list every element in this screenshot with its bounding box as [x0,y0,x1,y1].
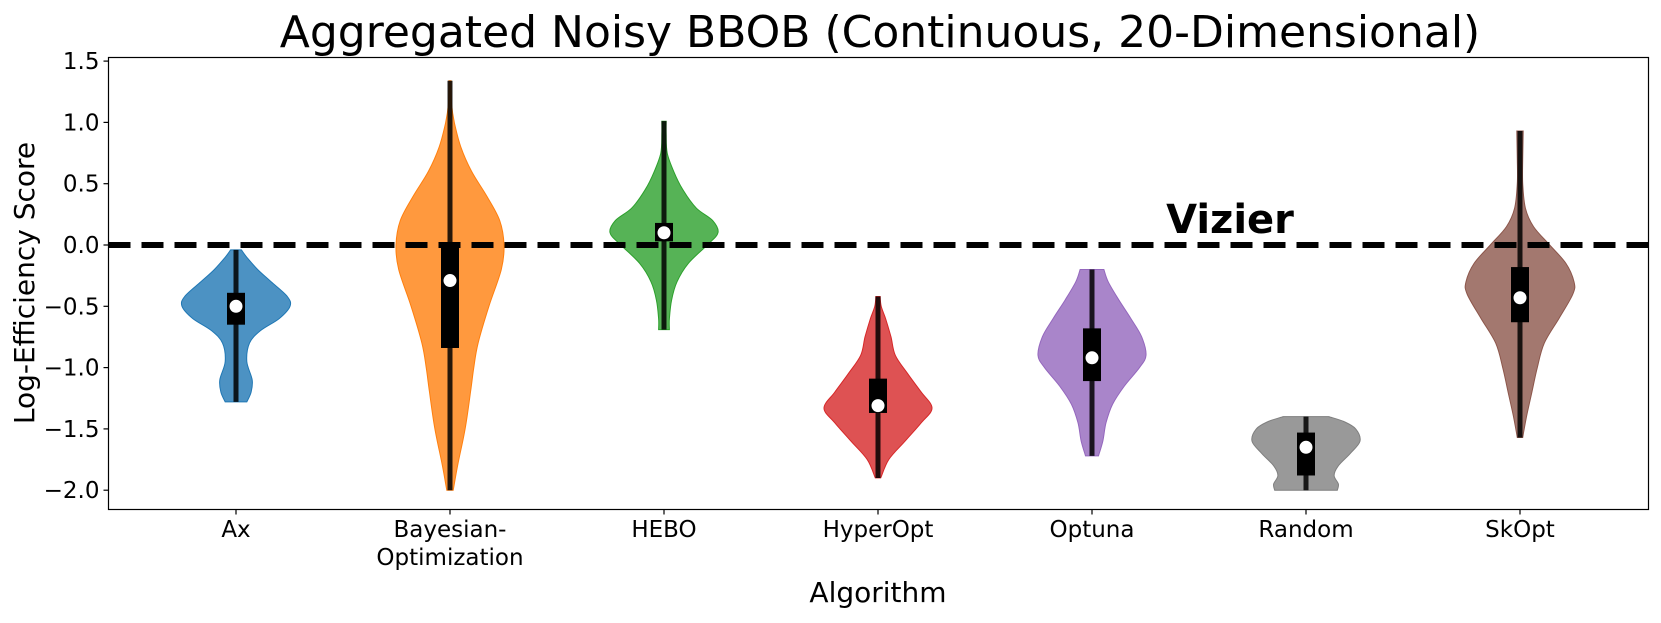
y-axis-label: Log-Efficiency Score [8,142,41,424]
median-marker [657,226,671,240]
y-tick-label: −1.5 [44,417,100,443]
violin-ax [180,249,292,403]
x-tick-label: HEBO [631,517,696,543]
chart-title: Aggregated Noisy BBOB (Continuous, 20-Di… [280,7,1480,58]
median-marker [443,274,457,288]
median-marker [229,299,243,313]
x-tick-label: Optimization [376,545,523,571]
iqr-box [1297,432,1315,476]
violin-random [1251,416,1361,491]
iqr-box [441,246,459,348]
violin-optuna [1037,269,1147,457]
median-marker [1513,291,1527,305]
x-tick-label: SkOpt [1485,517,1555,543]
violin-hyperopt [823,296,933,479]
y-tick-label: −0.5 [44,294,100,320]
median-marker [871,399,885,413]
median-marker [1085,351,1099,365]
median-marker [1299,440,1313,454]
y-tick-label: −1.0 [44,356,100,382]
violin-skopt [1464,130,1576,438]
y-axis: 1.5 1.0 0.5 0.0 −0.5 −1.0 −1.5 −2.0 [44,49,109,504]
y-tick-label: 0.0 [63,233,100,259]
x-tick-label: Optuna [1050,517,1135,543]
y-tick-label: 0.5 [63,172,100,198]
y-tick-label: 1.0 [63,110,100,136]
x-tick-label: Ax [221,517,250,543]
x-tick-label: Bayesian- [394,517,507,543]
x-tick-label: HyperOpt [823,517,934,543]
violin-bayesian-optimization [395,80,505,491]
violin-hebo [609,120,719,331]
x-axis: Ax Bayesian-Optimization HEBO HyperOpt Optun… [221,509,1555,571]
vizier-annotation: Vizier [1166,197,1294,243]
y-tick-label: 1.5 [63,49,100,75]
x-axis-label: Algorithm [809,576,946,609]
x-tick-label: Random [1258,517,1353,543]
violin-group [180,80,1576,491]
y-tick-label: −2.0 [44,478,100,504]
